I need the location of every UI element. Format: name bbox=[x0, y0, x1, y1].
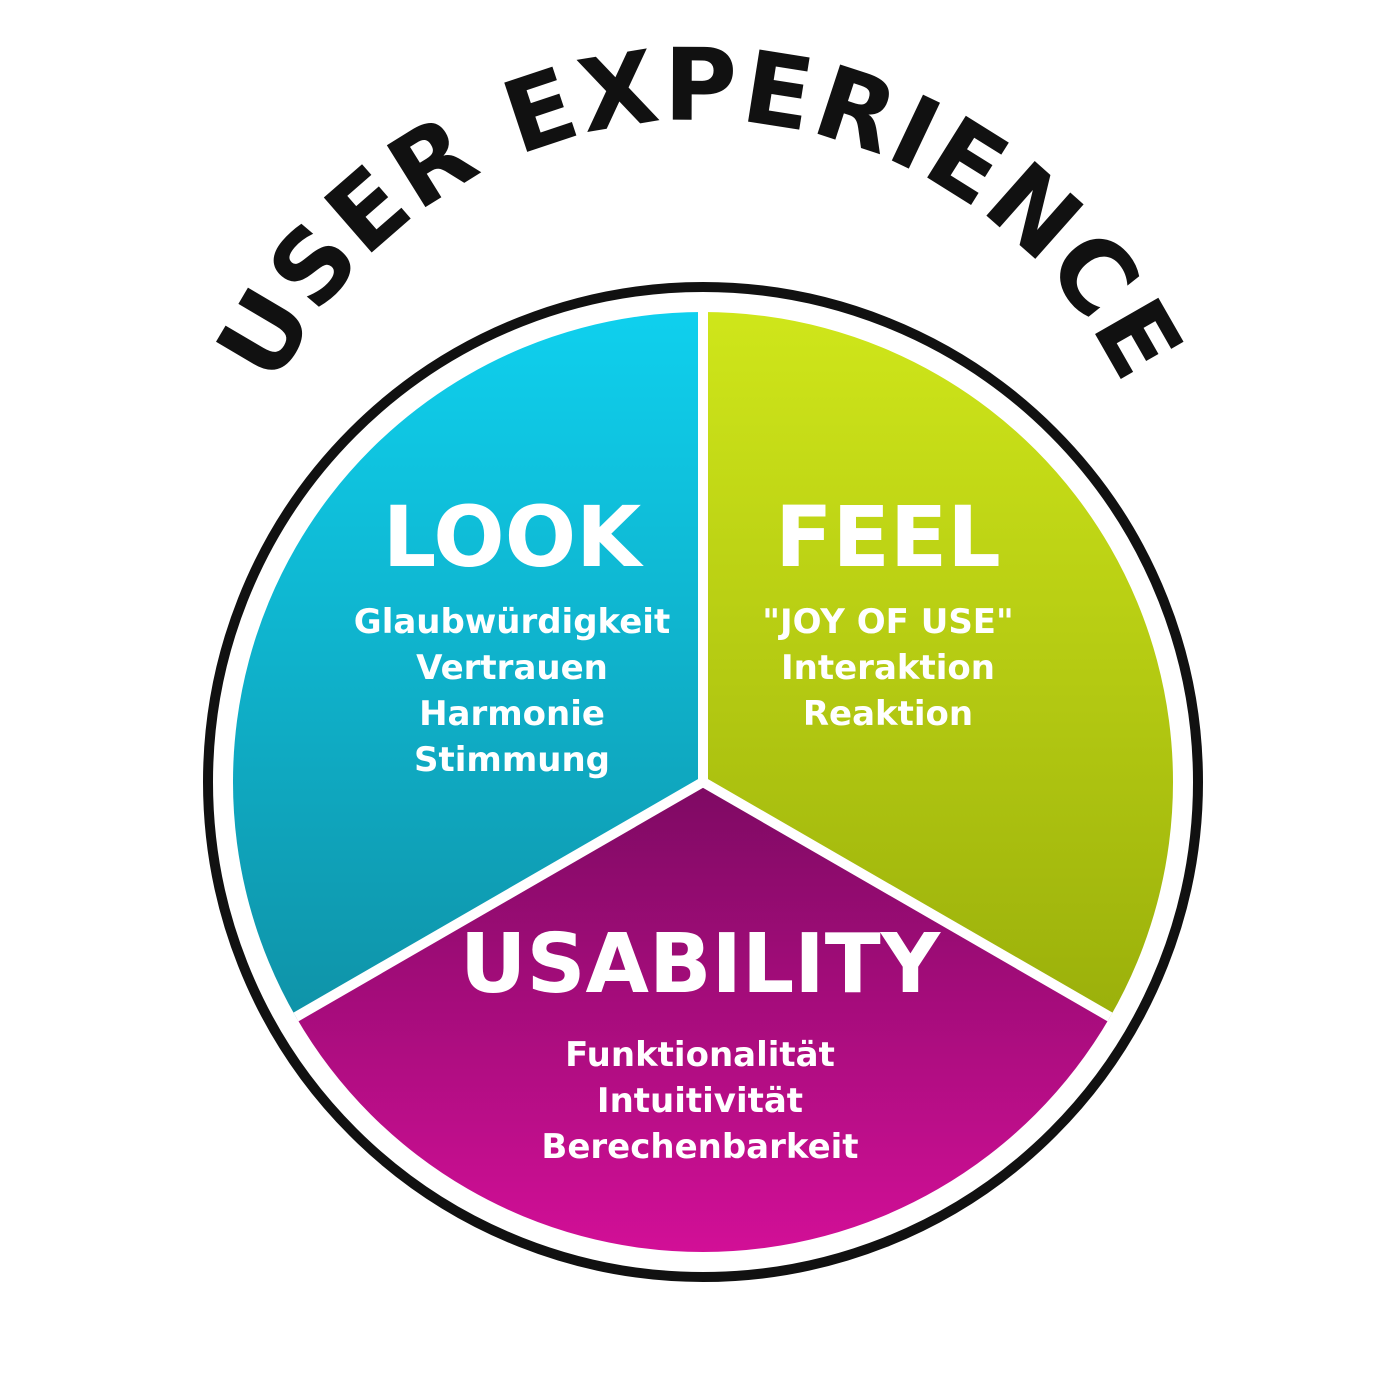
segment-dividers bbox=[293, 312, 1113, 1022]
feel-heading: FEEL bbox=[775, 488, 1001, 586]
feel-labels: FEEL "JOY OF USE" Interaktion Reaktion bbox=[762, 488, 1014, 734]
feel-item: "JOY OF USE" bbox=[762, 602, 1014, 642]
segment-look bbox=[232, 311, 703, 1017]
usability-heading: USABILITY bbox=[460, 917, 942, 1012]
usability-item: Berechenbarkeit bbox=[541, 1127, 858, 1167]
feel-item: Reaktion bbox=[803, 694, 973, 734]
look-labels: LOOK Glaubwürdigkeit Vertrauen Harmonie … bbox=[354, 488, 670, 780]
look-item: Glaubwürdigkeit bbox=[354, 602, 670, 642]
look-item: Stimmung bbox=[414, 740, 610, 780]
look-heading: LOOK bbox=[383, 488, 644, 586]
usability-labels: USABILITY Funktionalität Intuitivität Be… bbox=[460, 917, 942, 1167]
usability-item: Funktionalität bbox=[565, 1035, 835, 1075]
segment-feel bbox=[703, 311, 1174, 1017]
feel-item: Interaktion bbox=[781, 648, 995, 688]
usability-item: Intuitivität bbox=[597, 1081, 803, 1121]
look-item: Vertrauen bbox=[416, 648, 608, 688]
look-item: Harmonie bbox=[419, 694, 605, 734]
